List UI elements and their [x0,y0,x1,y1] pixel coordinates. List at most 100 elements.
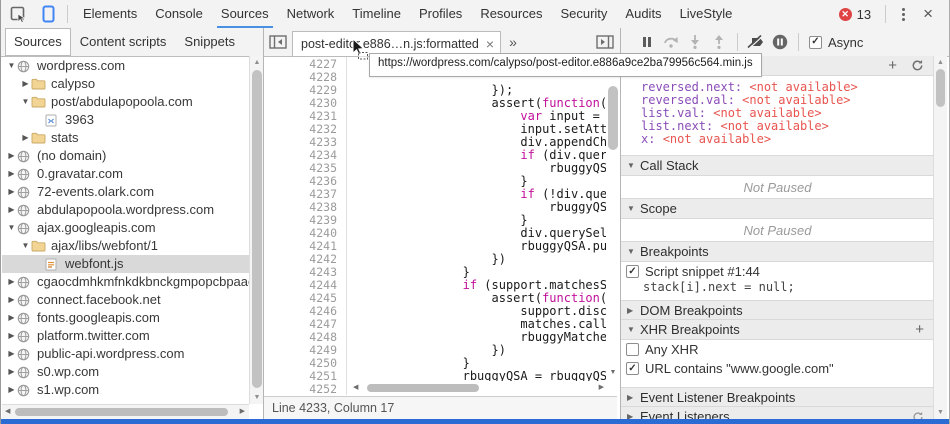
breakpoint-entry[interactable]: Script snippet #1:44 [621,263,934,280]
line-number[interactable]: 4232 [309,122,337,136]
pause-on-exceptions-icon[interactable] [768,32,792,52]
editor-horizontal-scrollbar[interactable]: ◀ ▶ [351,381,606,396]
collapse-arrow-icon[interactable]: ▶ [8,367,15,376]
expand-arrow-icon[interactable]: ▼ [21,241,30,250]
collapse-arrow-icon[interactable]: ▶ [22,79,29,88]
line-number[interactable]: 4244 [309,278,337,292]
event-listener-breakpoints-header[interactable]: ▶ Event Listener Breakpoints [621,387,934,408]
panel-tab-elements[interactable]: Elements [83,5,138,21]
xhr-breakpoints-header[interactable]: ▼ XHR Breakpoints + [621,319,934,340]
navigator-tab-sources[interactable]: Sources [5,28,71,56]
watch-expression-row[interactable]: reversed.val: <not available> [621,93,934,107]
refresh-event-listeners-icon[interactable] [912,411,924,419]
tree-item-ajax-libs-webfont-1[interactable]: ▼ajax/libs/webfont/1 [2,237,249,255]
line-number[interactable]: 4251 [309,369,337,383]
tree-item-abdulapopoola-wordpress-com[interactable]: ▶abdulapopoola.wordpress.com [2,201,249,219]
watch-expression-row[interactable]: list.val: <not available> [621,106,934,120]
collapse-arrow-icon[interactable]: ▶ [8,385,15,394]
code-line[interactable]: } [347,265,470,279]
panel-tab-console[interactable]: Console [155,5,203,21]
line-number[interactable]: 4243 [309,265,337,279]
tree-item-stats[interactable]: ▶stats [2,129,249,147]
tree-item-fonts-googleapis-com[interactable]: ▶fonts.googleapis.com [2,309,249,327]
tree-item-ajax-googleapis-com[interactable]: ▼ajax.googleapis.com [2,219,249,237]
device-toolbar-icon[interactable] [35,3,61,25]
show-drawer-icon[interactable] [594,33,616,51]
navigator-vertical-scrollbar[interactable]: ▲ ▼ [249,56,264,404]
line-number[interactable]: 4233 [309,135,337,149]
error-count[interactable]: 13 [856,6,872,22]
watch-expression-row[interactable]: x: <not available> [621,132,934,146]
tree-item-72-events-olark-com[interactable]: ▶72-events.olark.com [2,183,249,201]
line-number[interactable]: 4242 [309,252,337,266]
tree-item-s0-wp-com[interactable]: ▶s0.wp.com [2,363,249,381]
code-line[interactable]: } [347,356,470,370]
panel-tab-audits[interactable]: Audits [625,5,662,21]
sidebar-vertical-scrollbar[interactable]: ▲ ▼ [933,56,947,419]
dom-breakpoints-header[interactable]: ▶ DOM Breakpoints [621,300,934,321]
line-number[interactable]: 4245 [309,291,337,305]
xhr-breakpoint-entry[interactable]: Any XHR [621,340,934,359]
add-watch-icon[interactable]: + [888,56,897,74]
panel-tab-timeline[interactable]: Timeline [352,5,401,21]
code-line[interactable]: }); [347,83,514,97]
tree-item-calypso[interactable]: ▶calypso [2,75,249,93]
line-number[interactable]: 4229 [309,83,337,97]
line-number[interactable]: 4235 [309,161,337,175]
tree-item-3963[interactable]: 3963 [2,111,249,129]
call-stack-header[interactable]: ▼ Call Stack [621,155,934,176]
refresh-watch-icon[interactable] [911,59,924,72]
editor-sidebar-divider[interactable] [620,28,621,419]
error-badge-icon[interactable]: ✕ [838,7,852,21]
pause-script-icon[interactable] [635,32,659,52]
tree-item-webfont-js[interactable]: webfont.js [2,255,249,273]
tree-item-platform-twitter-com[interactable]: ▶platform.twitter.com [2,327,249,345]
code-line[interactable]: var input = d [520,109,615,123]
panel-tab-resources[interactable]: Resources [480,5,543,21]
code-line[interactable]: input.setAttr [347,122,615,136]
tree-item-wordpress-com[interactable]: ▼wordpress.com [2,57,249,75]
collapse-arrow-icon[interactable]: ▶ [8,331,15,340]
expand-arrow-icon[interactable]: ▼ [7,223,16,232]
line-number[interactable]: 4230 [309,96,337,110]
collapse-arrow-icon[interactable]: ▶ [22,133,29,142]
step-into-icon[interactable] [683,32,707,52]
tree-item-post-abdulapopoola-com[interactable]: ▼post/abdulapopoola.com [2,93,249,111]
watch-expression-row[interactable]: reversed.next: <not available> [621,80,934,94]
code-line[interactable]: div.querySele [347,226,615,240]
line-number[interactable]: 4247 [309,317,337,331]
code-line[interactable]: } [347,213,528,227]
more-tabs-icon[interactable]: » [509,34,517,50]
close-devtools-icon[interactable]: × [923,4,933,23]
watch-expression-row[interactable]: list.next: <not available> [621,119,934,133]
collapse-arrow-icon[interactable]: ▶ [8,313,15,322]
breakpoint-checkbox[interactable] [626,265,639,278]
line-number[interactable]: 4250 [309,356,337,370]
tree-item-s1-wp-com[interactable]: ▶s1.wp.com [2,381,249,399]
close-tab-icon[interactable]: × [485,35,495,52]
panel-tab-profiles[interactable]: Profiles [418,5,463,21]
navigator-tab-snippets[interactable]: Snippets [184,34,235,49]
line-number[interactable]: 4234 [309,148,337,162]
line-number[interactable]: 4227 [309,57,337,71]
code-line[interactable]: }) [347,343,506,357]
line-number[interactable]: 4237 [309,187,337,201]
line-number[interactable]: 4240 [309,226,337,240]
navigator-editor-divider[interactable] [263,28,264,419]
panel-tab-livestyle[interactable]: LiveStyle [679,5,733,21]
xhr-breakpoint-checkbox[interactable] [626,362,639,375]
code-line[interactable]: rbuggyQSA = rbuggyQSA [347,369,615,383]
code-line[interactable]: if (div.query [520,148,615,162]
tree-item-public-api-wordpress-com[interactable]: ▶public-api.wordpress.com [2,345,249,363]
code-line[interactable]: rbuggyQSA [347,161,615,175]
step-out-icon[interactable] [707,32,731,52]
panel-tab-sources[interactable]: Sources [212,1,278,28]
tree-item-0-gravatar-com[interactable]: ▶0.gravatar.com [2,165,249,183]
code-editor[interactable]: }); assert(function(d var input = d inpu… [347,57,615,395]
navigator-horizontal-scrollbar[interactable]: ◀ ▶ [2,404,249,420]
code-line[interactable]: assert(function(d [347,96,614,110]
code-line[interactable]: matches.call( [347,317,615,331]
tree-item-connect-facebook-net[interactable]: ▶connect.facebook.net [2,291,249,309]
step-over-icon[interactable] [659,32,683,52]
